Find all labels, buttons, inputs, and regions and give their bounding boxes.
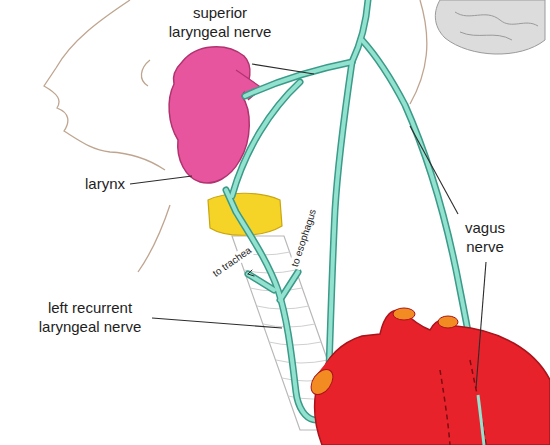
nerve-label: left recurrent laryngeal nerve bbox=[28, 298, 152, 336]
heart bbox=[307, 308, 550, 445]
nerve-label: vagus nerve bbox=[452, 218, 518, 256]
head-outline bbox=[44, 0, 427, 272]
nerve-label: superior laryngeal nerve bbox=[165, 3, 275, 41]
organ-label: larynx bbox=[80, 174, 130, 193]
leader-lines bbox=[130, 64, 486, 388]
branch-label: to esophagus bbox=[288, 206, 319, 271]
larynx-shape bbox=[169, 47, 250, 183]
brain bbox=[435, 0, 545, 54]
branch-label: to trachea bbox=[209, 243, 256, 281]
